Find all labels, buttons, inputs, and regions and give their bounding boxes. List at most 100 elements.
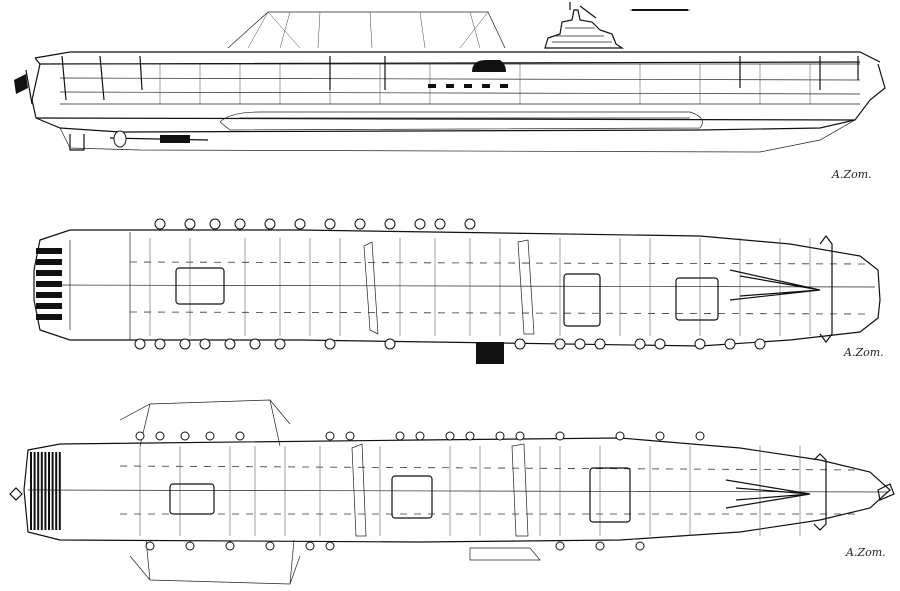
gun-tub xyxy=(324,338,336,350)
gun-tub xyxy=(515,431,525,441)
gun-tub xyxy=(595,541,605,551)
gun-tub xyxy=(325,431,335,441)
stern-stripe xyxy=(36,248,62,254)
portholes-profile xyxy=(428,84,508,88)
gun-tubs-plan xyxy=(134,218,766,350)
elevator-opening xyxy=(472,60,506,72)
gun-tub xyxy=(209,218,221,230)
deck-outline xyxy=(33,229,881,347)
gun-tub xyxy=(555,431,565,441)
gun-tub xyxy=(199,338,211,350)
stern-stripe xyxy=(36,281,62,287)
gun-tub xyxy=(154,218,166,230)
gun-tub xyxy=(555,541,565,551)
gun-tub xyxy=(224,338,236,350)
gun-tub xyxy=(464,218,476,230)
gun-tub xyxy=(265,541,275,551)
stern-stripe xyxy=(55,452,58,530)
gun-tub xyxy=(180,431,190,441)
stern-stripe xyxy=(33,452,36,530)
stern-stripe xyxy=(51,452,54,530)
side-profile-view: A.Zom. xyxy=(14,2,886,181)
gun-tub xyxy=(345,431,355,441)
stern-stripe xyxy=(30,452,32,530)
gun-tub xyxy=(274,338,286,350)
deck-pillars xyxy=(61,55,859,101)
gun-tub xyxy=(225,541,235,551)
hull-outline xyxy=(31,63,886,133)
stern-stripe xyxy=(58,452,61,530)
gun-tub xyxy=(434,218,446,230)
lower-mid-elevator xyxy=(391,475,433,519)
gun-tub xyxy=(514,338,526,350)
lower-plan-view: A.Zom. xyxy=(9,399,895,585)
gun-tub xyxy=(324,218,336,230)
flight-deck-edge xyxy=(34,51,881,63)
gun-tub xyxy=(654,338,666,350)
gun-tub xyxy=(384,338,396,350)
mid-elevator xyxy=(563,273,601,327)
gun-tubs-lower xyxy=(135,431,705,551)
gun-tub xyxy=(354,218,366,230)
stern-stripe xyxy=(40,452,43,530)
gun-tub xyxy=(754,338,766,350)
stern-stripe xyxy=(36,303,62,309)
gun-tub xyxy=(154,338,166,350)
arrestor-wires xyxy=(149,238,811,336)
gun-tub xyxy=(305,541,315,551)
gun-tub xyxy=(184,218,196,230)
gun-tub xyxy=(695,431,705,441)
lower-deck-outline xyxy=(23,437,891,543)
gun-tub xyxy=(185,541,195,551)
signature-2: A.Zom. xyxy=(843,346,884,359)
gun-tub xyxy=(554,338,566,350)
gun-tub xyxy=(694,338,706,350)
stern-stripe xyxy=(44,452,47,530)
gun-tub xyxy=(415,431,425,441)
gun-tub xyxy=(205,431,215,441)
gun-tub xyxy=(264,218,276,230)
gun-tub xyxy=(594,338,606,350)
gun-tub xyxy=(384,218,396,230)
gun-tub xyxy=(134,338,146,350)
stern-stripe xyxy=(36,292,62,298)
gun-tub xyxy=(495,431,505,441)
gun-tub xyxy=(724,338,736,350)
flight-deck-plan-view: A.Zom. xyxy=(33,218,884,364)
gun-tub xyxy=(414,218,426,230)
profile-rigging xyxy=(227,11,506,49)
stern-stripes-lower xyxy=(30,452,61,530)
gun-tub xyxy=(235,431,245,441)
island-plan xyxy=(476,342,504,364)
stern-stripe xyxy=(36,314,62,320)
gun-tub xyxy=(574,338,586,350)
gun-tub xyxy=(655,431,665,441)
gun-tub xyxy=(325,541,335,551)
signature-1: A.Zom. xyxy=(831,168,872,181)
aft-elevator xyxy=(175,267,225,305)
gun-tub xyxy=(234,218,246,230)
stern-flag xyxy=(14,74,28,94)
lower-aft-elevator xyxy=(169,483,215,515)
island-superstructure xyxy=(544,2,690,49)
gun-tub xyxy=(465,431,475,441)
gun-tub xyxy=(445,431,455,441)
propeller-rudder xyxy=(69,130,209,151)
stern-stripe xyxy=(48,452,50,530)
stern-stripe xyxy=(36,270,62,276)
gun-tub xyxy=(135,431,145,441)
gun-tub xyxy=(145,541,155,551)
gun-tub xyxy=(249,338,261,350)
gun-tub xyxy=(395,431,405,441)
fwd-elevator xyxy=(675,277,719,321)
gun-tub xyxy=(294,218,306,230)
stern-stripe xyxy=(36,259,62,265)
gun-tub xyxy=(155,431,165,441)
gun-tub xyxy=(634,338,646,350)
gun-tub xyxy=(179,338,191,350)
waterline xyxy=(35,117,856,121)
signature-3: A.Zom. xyxy=(845,546,886,559)
lower-fwd-elevator xyxy=(589,467,631,523)
gun-tub xyxy=(635,541,645,551)
